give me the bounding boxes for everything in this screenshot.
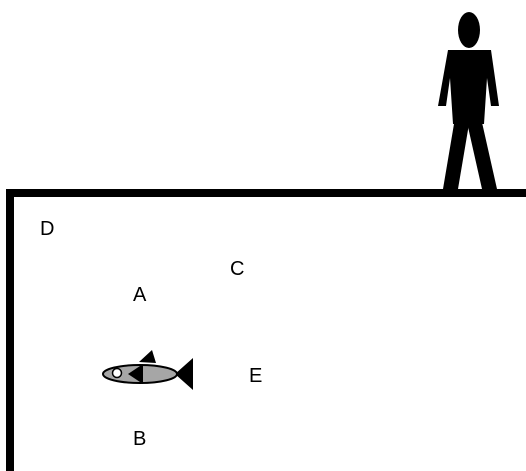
label-c: C (230, 258, 244, 280)
fish-side-fin (128, 364, 143, 384)
person-head (458, 12, 480, 48)
label-b: B (133, 428, 146, 450)
label-d: D (40, 218, 54, 240)
fish-dorsal-fin (139, 350, 156, 363)
tank-left-wall (6, 189, 14, 471)
person-torso (438, 50, 499, 124)
person-left-leg (443, 118, 470, 189)
water-tank (6, 189, 526, 471)
tank-top-edge (6, 189, 526, 197)
person-icon (438, 12, 499, 189)
fish-eye (111, 367, 123, 379)
fish-tail (175, 358, 193, 390)
person-right-leg (466, 118, 497, 189)
fish-icon (102, 350, 193, 390)
label-e: E (249, 365, 262, 387)
label-a: A (133, 284, 147, 306)
